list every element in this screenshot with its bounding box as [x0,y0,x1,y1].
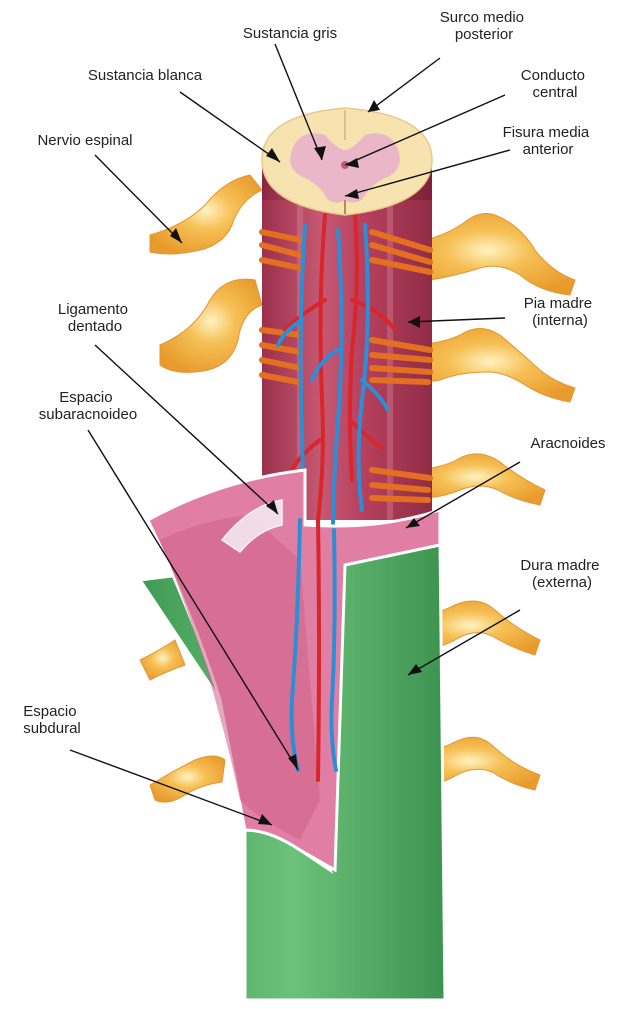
svg-text:Aracnoides: Aracnoides [530,435,605,452]
label-surco-medio-posterior-2: posterior [455,26,513,43]
label-conducto-central-2: central [532,84,577,101]
label-espacio-subaracnoideo-1: Espacio [59,389,112,406]
label-nervio-espinal: Nervio espinal [37,132,132,149]
label-aracnoides: Aracnoides [530,435,605,452]
svg-text:Conducto central: Conducto central [521,67,589,101]
svg-text:Espacio subdural: Espacio subdural [23,703,81,737]
spinal-nerve-left-5 [150,756,225,802]
label-dura-madre-2: (externa) [532,574,592,591]
label-conducto-central-1: Conducto [521,67,585,84]
spinal-nerve-left-1 [150,175,262,254]
label-surco-medio-posterior-1: Surco medio [440,9,524,26]
label-fisura-media-anterior-2: anterior [523,141,574,158]
label-pia-madre-2: (interna) [532,312,588,329]
svg-text:Pia madre (interna): Pia madre (interna) [524,295,597,329]
label-sustancia-blanca: Sustancia blanca [88,67,203,84]
label-ligamento-dentado-1: Ligamento [58,301,128,318]
label-ligamento-dentado-2: dentado [68,318,122,335]
label-fisura-media-anterior-1: Fisura media [503,124,590,141]
svg-text:Sustancia blanca: Sustancia blanca [88,67,203,84]
label-dura-madre-1: Dura madre [520,557,599,574]
svg-text:Sustancia gris: Sustancia gris [243,25,337,42]
label-espacio-subaracnoideo-2: subaracnoideo [39,406,137,423]
label-pia-madre-1: Pia madre [524,295,592,312]
spinal-nerve-left-2 [160,279,262,372]
label-espacio-subdural-1: Espacio [23,703,76,720]
label-sustancia-gris: Sustancia gris [243,25,337,42]
label-espacio-subdural-2: subdural [23,720,81,737]
svg-text:Nervio espinal: Nervio espinal [37,132,132,149]
arteries-lower [318,520,319,780]
svg-text:Espacio subaracnoideo: Espacio subaracnoideo [39,389,137,423]
spinal-nerve-left-4 [140,640,185,680]
svg-text:Dura madre (externa): Dura madre (externa) [520,557,603,591]
svg-text:Fisura media anterior: Fisura media anterior [503,124,594,158]
svg-text:Surco medio posterior: Surco medio posterior [440,9,528,43]
svg-text:Ligamento dentado: Ligamento dentado [58,301,132,335]
